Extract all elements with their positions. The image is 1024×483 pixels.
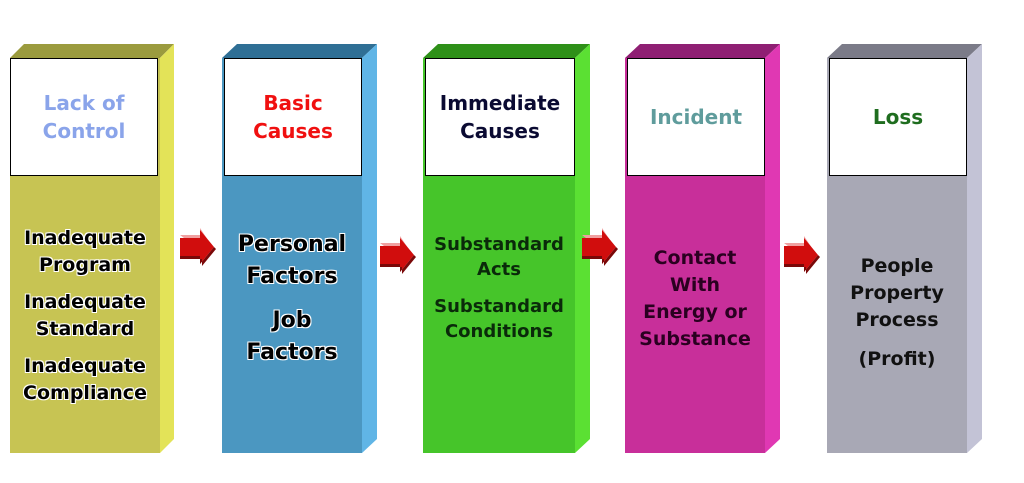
stage-factors: Contact With Energy or Substance (625, 178, 765, 448)
stage-lack-of-control: Lack of Control Inadequate Program Inade… (10, 0, 180, 483)
factor-item: Substandard Conditions (434, 296, 564, 342)
factor-item: Contact With Energy or Substance (639, 247, 751, 350)
stage-incident: Incident Contact With Energy or Substanc… (625, 0, 790, 483)
stage-title: Incident (627, 58, 765, 176)
factor-item: Substandard Acts (434, 234, 564, 280)
stage-title: Basic Causes (224, 58, 362, 176)
factor-item: (Profit) (858, 348, 936, 370)
stage-factors: Substandard Acts Substandard Conditions (423, 178, 575, 398)
stage-factors: People Property Process (Profit) (827, 178, 967, 448)
factor-item: Job Factors (246, 308, 338, 365)
stage-title: Immediate Causes (425, 58, 575, 176)
factor-item: Inadequate Standard (24, 290, 146, 340)
stage-factors: Inadequate Program Inadequate Standard I… (10, 178, 160, 453)
flow-arrow-icon (180, 228, 216, 266)
flow-arrow-icon (784, 236, 820, 274)
factor-item: People Property Process (850, 255, 944, 331)
stage-loss: Loss People Property Process (Profit) (827, 0, 997, 483)
factor-item: Inadequate Program (24, 226, 146, 276)
stage-title-text: Immediate Causes (439, 91, 561, 143)
stage-title: Lack of Control (10, 58, 158, 176)
stage-title-text: Lack of Control (42, 91, 126, 143)
stage-factors: Personal Factors Job Factors (222, 178, 362, 420)
flow-arrow-icon (380, 236, 416, 274)
factor-item: Inadequate Compliance (23, 354, 147, 404)
stage-immediate-causes: Immediate Causes Substandard Acts Substa… (423, 0, 598, 483)
stage-title-text: Loss (872, 105, 924, 129)
factor-item: Personal Factors (237, 232, 347, 289)
stage-title: Loss (829, 58, 967, 176)
stage-title-text: Basic Causes (253, 91, 333, 143)
stage-basic-causes: Basic Causes Personal Factors Job Factor… (222, 0, 392, 483)
stage-title-text: Incident (649, 105, 743, 129)
flow-arrow-icon (582, 228, 618, 266)
